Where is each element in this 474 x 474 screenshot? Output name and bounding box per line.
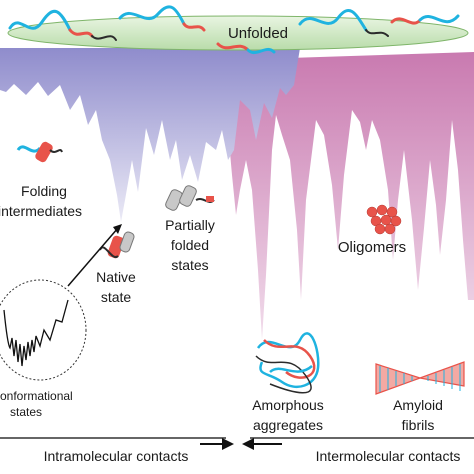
amorphous-aggregates-icon — [255, 332, 320, 394]
partially-folded-label-2: folded — [171, 237, 209, 253]
partially-folded-label-1: Partially — [165, 217, 215, 233]
native-state-label-2: state — [101, 289, 132, 305]
folding-intermediates-label-1: Folding — [21, 183, 67, 199]
conformational-label-1: onformational — [0, 389, 73, 403]
intramolecular-label: Intramolecular contacts — [44, 448, 189, 464]
aggregation-funnel — [228, 52, 474, 340]
native-state-label-1: Native — [96, 269, 136, 285]
native-state-icon — [99, 231, 135, 259]
amyloid-fibrils-icon — [375, 361, 465, 395]
folding-intermediates-label-2: intermediates — [0, 203, 82, 219]
amyloid-label-2: fibrils — [402, 417, 435, 433]
conformational-states-inset — [0, 224, 122, 381]
unfolded-chains — [8, 5, 460, 55]
amyloid-label-1: Amyloid — [393, 397, 443, 413]
conformational-label-2: states — [10, 405, 42, 419]
partially-folded-label-3: states — [171, 257, 208, 273]
inset-pointer-arrow — [67, 227, 119, 287]
folding-funnel — [0, 48, 300, 222]
folding-intermediate-icon — [16, 141, 63, 163]
amorphous-label-1: Amorphous — [252, 397, 324, 413]
amorphous-label-2: aggregates — [253, 417, 323, 433]
contacts-axis — [0, 437, 474, 450]
unfolded-band — [7, 15, 469, 51]
oligomers-icon — [366, 204, 402, 235]
partially-folded-icon — [165, 185, 215, 211]
intermolecular-label: Intermolecular contacts — [316, 448, 461, 464]
oligomers-label: Oligomers — [338, 239, 406, 256]
unfolded-label: Unfolded — [228, 25, 288, 42]
